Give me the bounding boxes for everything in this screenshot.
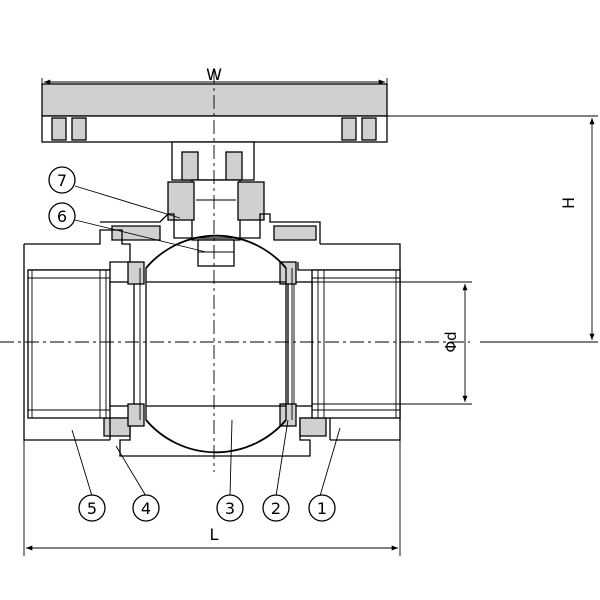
- callout-1-label: 1: [317, 499, 327, 518]
- callout-leaders: [71, 185, 341, 497]
- callout-3-label: 3: [225, 499, 235, 518]
- dimension-h: H: [387, 115, 598, 343]
- stem-assembly: [167, 141, 265, 267]
- dimension-bore-label: Φd: [442, 331, 460, 352]
- callout-4: 4: [132, 494, 160, 522]
- callout-6-label: 6: [57, 207, 67, 226]
- dimension-l-label: L: [210, 525, 219, 544]
- left-port: [27, 261, 145, 427]
- callout-7: 7: [48, 166, 76, 194]
- callout-6: 6: [48, 202, 76, 230]
- callout-2: 2: [262, 494, 290, 522]
- handle-lever: [41, 83, 388, 143]
- dimension-w-label: W: [206, 65, 222, 84]
- dimension-l: L: [23, 440, 401, 556]
- callout-7-label: 7: [57, 171, 67, 190]
- callout-3: 3: [216, 494, 244, 522]
- right-port: [279, 261, 401, 427]
- body-bonnet: [100, 213, 321, 244]
- callout-1: 1: [308, 494, 336, 522]
- callout-2-label: 2: [271, 499, 281, 518]
- dimension-bore: Φd: [312, 281, 472, 405]
- callout-5-label: 5: [87, 499, 97, 518]
- dimension-w: W: [41, 65, 388, 86]
- dimension-h-label: H: [559, 197, 578, 209]
- callout-5: 5: [78, 494, 106, 522]
- callout-4-label: 4: [141, 499, 151, 518]
- ball: [139, 234, 293, 454]
